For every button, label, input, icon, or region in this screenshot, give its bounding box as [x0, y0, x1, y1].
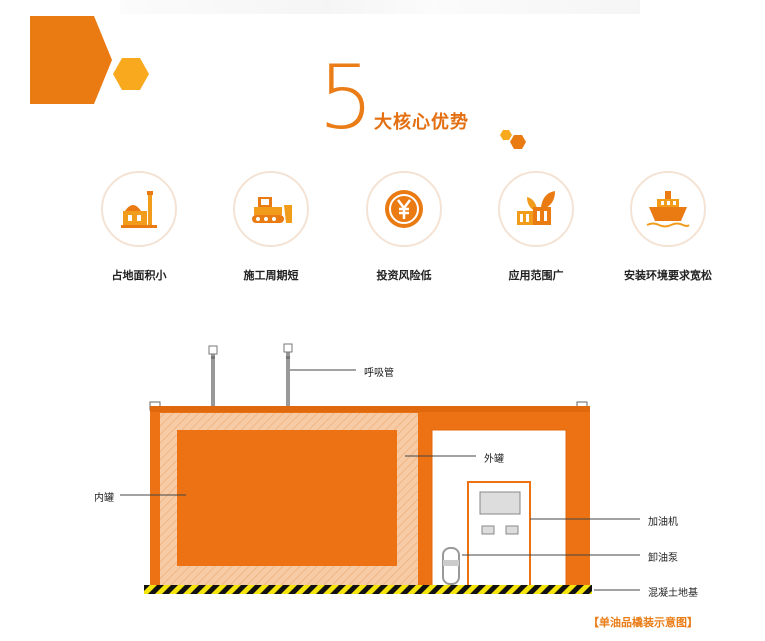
factory-leaf-icon: [517, 191, 555, 225]
advantage-label: 应用范围广: [508, 269, 564, 282]
ship-icon: [646, 191, 690, 228]
mosque-building-icon: [121, 191, 157, 228]
top-decorative-strip: [120, 0, 640, 14]
breather-pipe: [208, 345, 218, 406]
foundation-label: 混凝土地基: [648, 588, 698, 599]
hexagon-decoration: [30, 16, 149, 104]
advantage-icon-circle: [101, 171, 177, 247]
advantage-icon-circle: [630, 171, 706, 247]
advantage-icon-circle: [498, 171, 574, 247]
breather-pipe: [283, 343, 293, 406]
headline-number: 5: [318, 46, 374, 149]
advantage-label: 安装环境要求宽松: [624, 269, 712, 282]
inner-tank-label: 内罐: [94, 493, 114, 504]
inner-tank: [177, 430, 397, 566]
advantage-label: 占地面积小: [111, 269, 167, 282]
outer-tank-label: 外罐: [484, 454, 504, 465]
skid-station-diagram: [120, 343, 640, 594]
headline-title: 大核心优势: [374, 112, 469, 133]
concrete-foundation: [144, 585, 592, 594]
unload-pump-label: 卸油泵: [648, 553, 678, 564]
advantage-icon-circle: [366, 171, 442, 247]
yen-coin-icon: [385, 190, 423, 228]
unload-pump: [442, 547, 460, 585]
advantage-label: 施工周期短: [243, 269, 299, 282]
breather-pipe-label: 呼吸管: [364, 368, 394, 379]
dispenser-label: 加油机: [648, 517, 678, 528]
advantage-icon-circle: [233, 171, 309, 247]
bulldozer-icon: [252, 197, 292, 223]
advantage-label: 投资风险低: [376, 269, 432, 282]
diagram-caption: 【单油品橇装示意图】: [588, 616, 698, 629]
dispenser-screen: [479, 491, 521, 515]
small-hexagon-decoration: [500, 130, 526, 149]
